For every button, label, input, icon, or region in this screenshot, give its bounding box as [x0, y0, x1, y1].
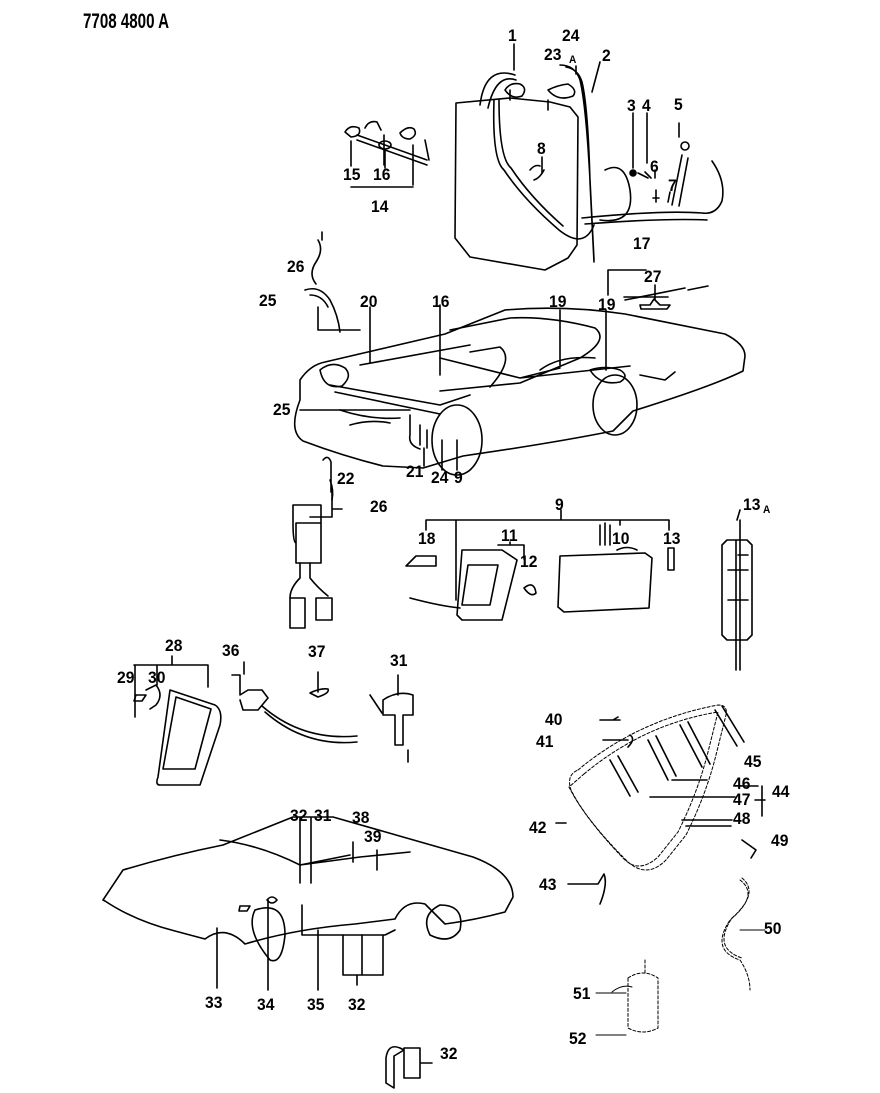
fuse-holder-13a [721, 509, 753, 671]
callout-16-car: 16 [432, 292, 450, 311]
callout-25-lower: 25 [273, 400, 291, 419]
callout-21: 21 [406, 462, 424, 481]
vehicle-side-view [102, 816, 514, 1089]
callout-27: 27 [644, 267, 662, 286]
callout-32-top: 32 [290, 806, 308, 825]
callout-31-lower: 31 [314, 806, 332, 825]
callout-19-a: 19 [549, 292, 567, 311]
callout-13: 13 [663, 529, 681, 548]
relay-part-26 [289, 456, 343, 629]
callout-6: 6 [650, 157, 659, 176]
washer-nozzle-assembly [344, 120, 430, 188]
bracket-part-31 [369, 674, 414, 763]
callout-32-bottom: 32 [348, 995, 366, 1014]
callout-34: 34 [257, 995, 275, 1014]
sensor-assembly-44 [555, 704, 766, 991]
harness-group-9 [405, 509, 675, 621]
vehicle-top-view [293, 307, 746, 476]
callout-22: 22 [337, 469, 355, 488]
callout-17: 17 [633, 234, 651, 253]
callout-3: 3 [627, 96, 636, 115]
callout-5: 5 [674, 95, 683, 114]
callout-13a-suffix: A [763, 504, 771, 516]
callout-20: 20 [360, 292, 378, 311]
leader-lines-top [383, 43, 680, 301]
callout-38: 38 [352, 808, 370, 827]
bracket-part-27 [624, 285, 709, 310]
callout-45: 45 [744, 752, 762, 771]
callout-24-top: 24 [562, 26, 580, 45]
cover-part-28 [133, 655, 222, 786]
washer-reservoir [454, 64, 724, 271]
callout-41: 41 [536, 732, 554, 751]
callout-33: 33 [205, 993, 223, 1012]
callout-29: 29 [117, 668, 135, 687]
callout-47: 47 [733, 790, 751, 809]
callout-42: 42 [529, 818, 547, 837]
callout-12: 12 [520, 552, 538, 571]
callout-52: 52 [569, 1029, 587, 1048]
callout-37: 37 [308, 642, 326, 661]
callout-2: 2 [602, 46, 611, 65]
callout-40: 40 [545, 710, 563, 729]
callout-1: 1 [508, 26, 517, 45]
callout-14: 14 [371, 197, 389, 216]
callout-23: 23 [544, 45, 562, 64]
callout-46: 46 [733, 774, 751, 793]
callout-8: 8 [537, 139, 546, 158]
callout-9-group: 9 [555, 495, 564, 514]
callout-39: 39 [364, 827, 382, 846]
harness-part-26-upper [304, 231, 341, 333]
callout-51: 51 [573, 984, 591, 1003]
sensor-part-36 [231, 661, 358, 744]
callout-32-detail: 32 [440, 1044, 458, 1063]
callout-19-b: 19 [598, 295, 616, 314]
callout-4: 4 [642, 96, 651, 115]
callout-23-suffix: A [569, 54, 577, 66]
callout-49: 49 [771, 831, 789, 850]
callout-13a: 13 [743, 495, 761, 514]
callout-36: 36 [222, 641, 240, 660]
callout-50: 50 [764, 919, 782, 938]
callout-7: 7 [668, 176, 677, 195]
callout-44: 44 [772, 782, 790, 801]
callout-16-top: 16 [373, 165, 391, 184]
leader-lines-car [299, 304, 607, 471]
callout-28: 28 [165, 636, 183, 655]
callout-15: 15 [343, 165, 361, 184]
callout-31-upper: 31 [390, 651, 408, 670]
callout-30: 30 [148, 668, 166, 687]
callout-10: 10 [612, 529, 630, 548]
callout-11: 11 [501, 526, 518, 545]
callout-43: 43 [539, 875, 557, 894]
callout-35: 35 [307, 995, 325, 1014]
callout-9-car: 9 [454, 468, 463, 487]
callout-24-car: 24 [431, 468, 449, 487]
callout-25-upper: 25 [259, 291, 277, 310]
diagram-code: 7708 4800 A [83, 10, 170, 33]
callout-48: 48 [733, 809, 751, 828]
clip-part-37 [309, 671, 330, 698]
ignition-coil-51 [595, 959, 659, 1036]
callout-18: 18 [418, 529, 436, 548]
callout-26-upper: 26 [287, 257, 305, 276]
callout-26-lower: 26 [370, 497, 388, 516]
